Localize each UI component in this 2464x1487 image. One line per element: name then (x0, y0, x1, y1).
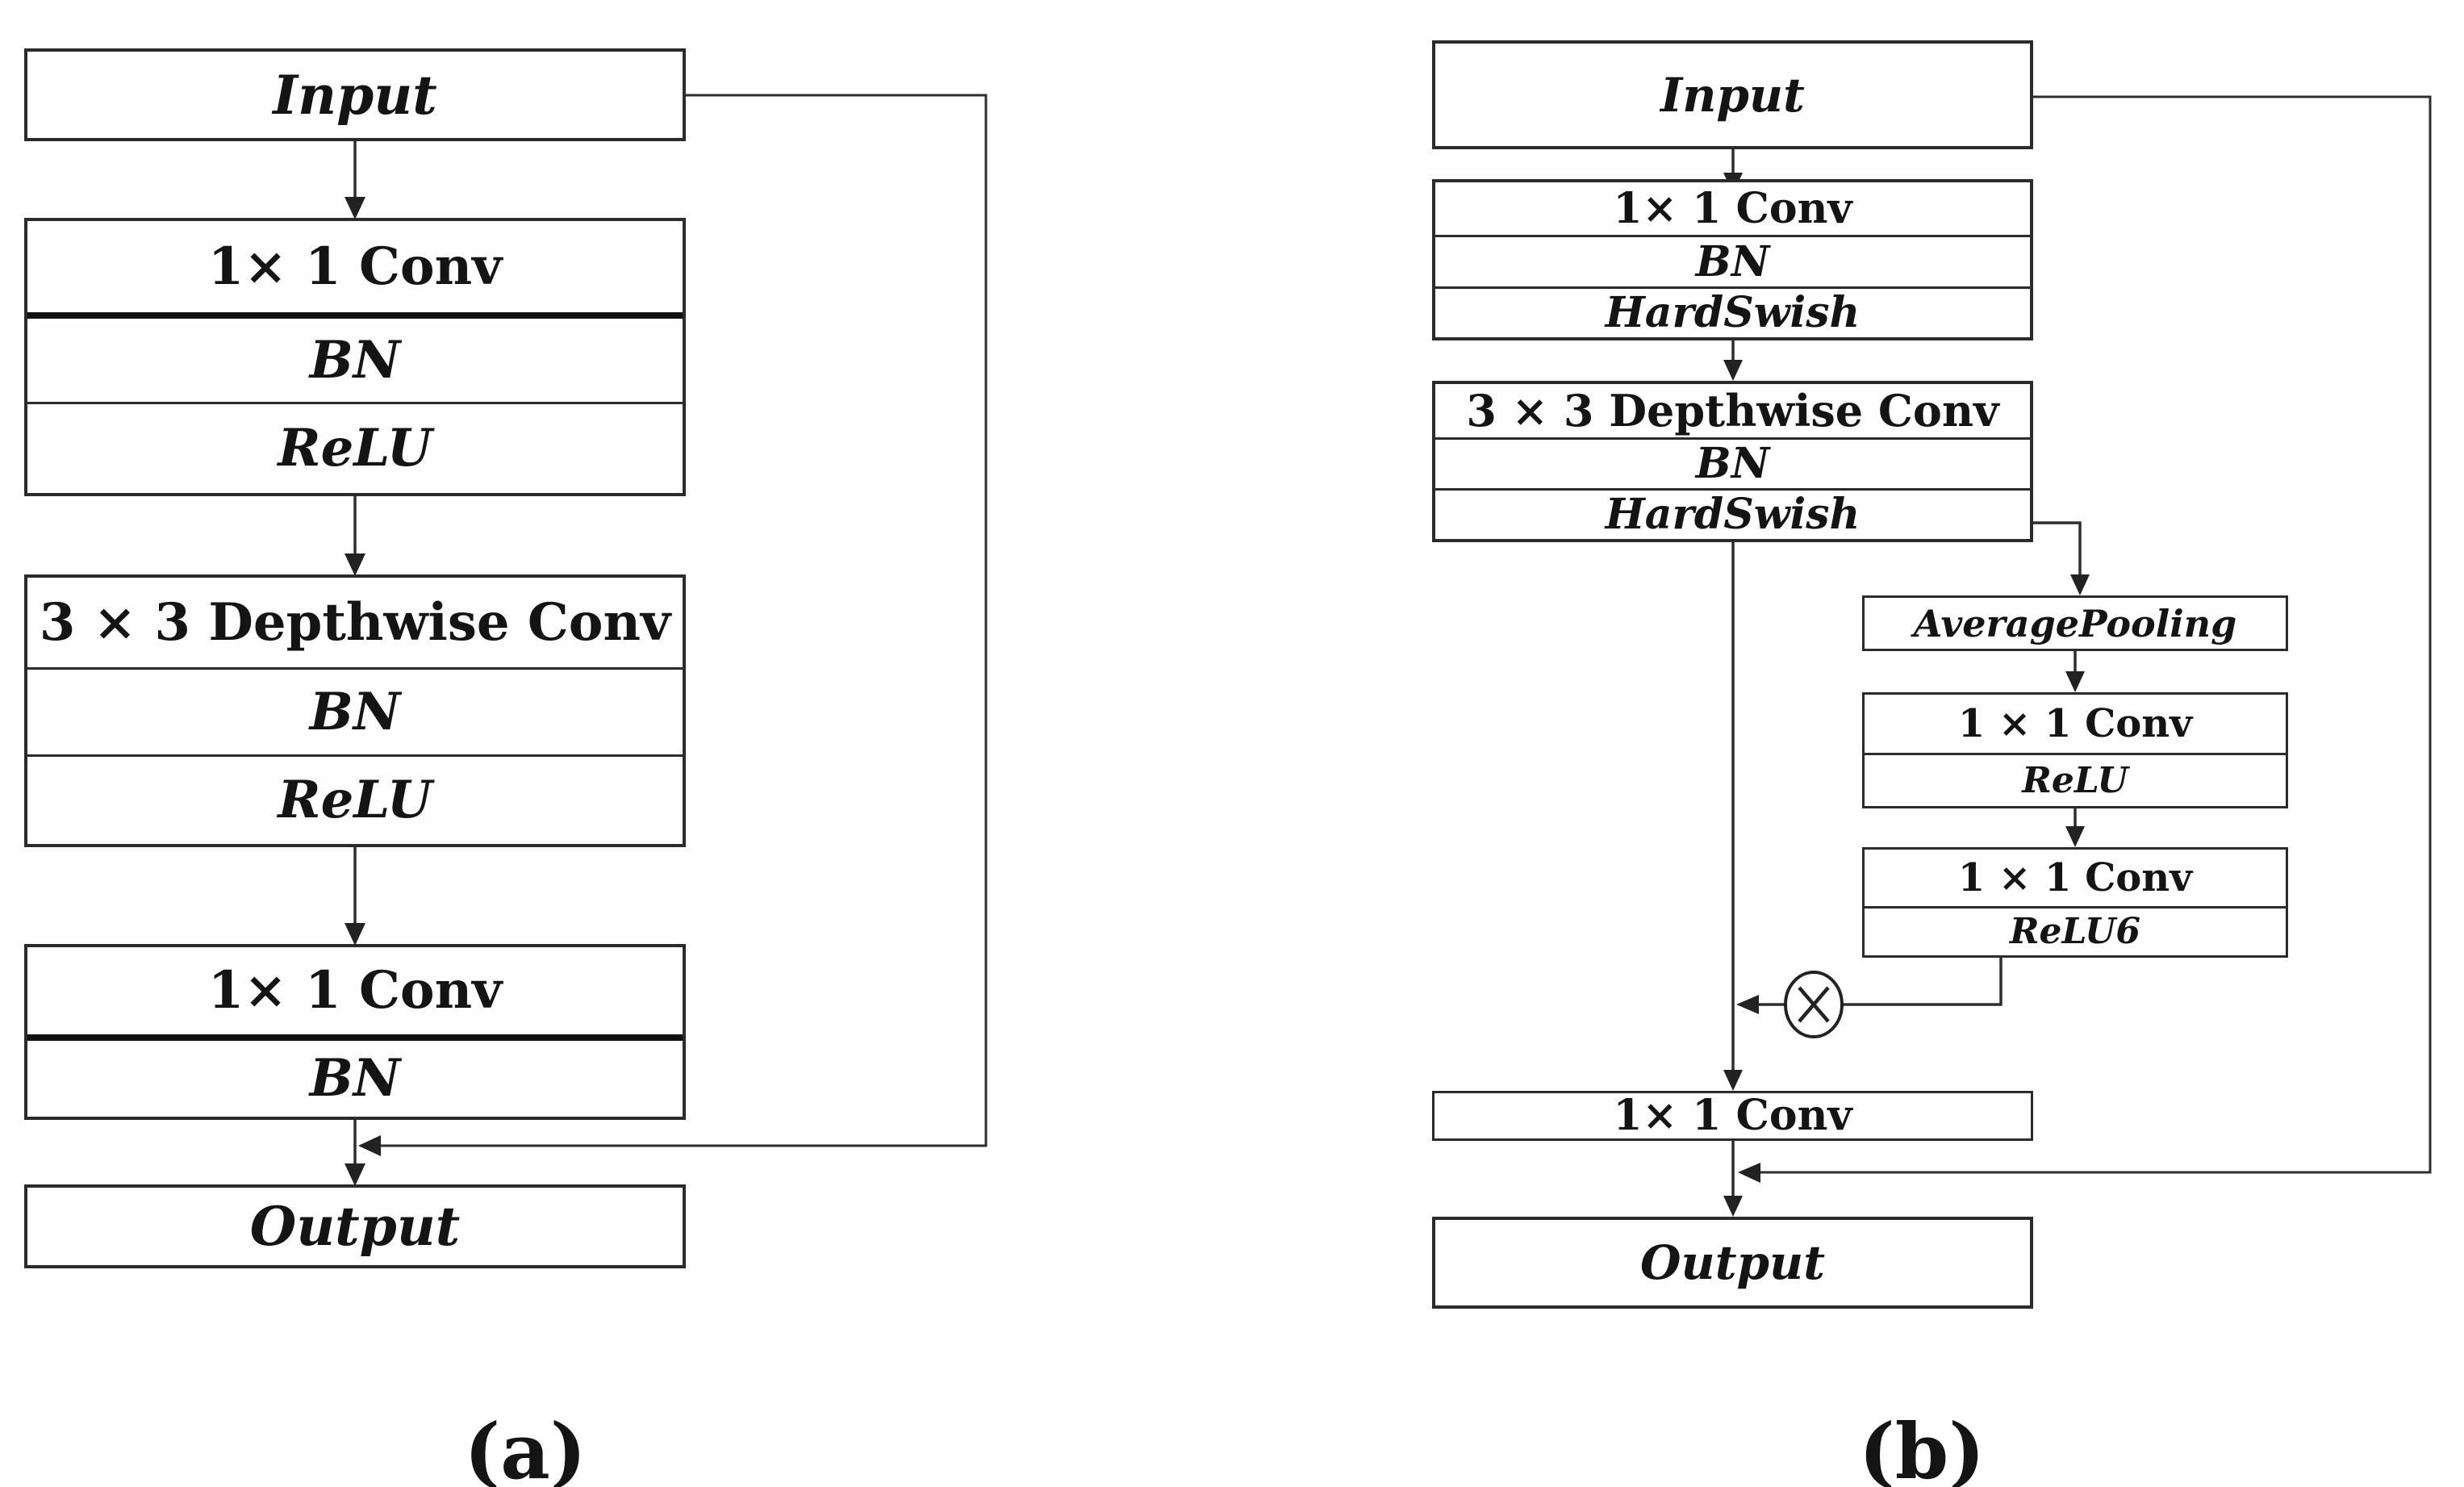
skip-connection-b (1759, 95, 2432, 1174)
arrowhead-b-pool (2065, 671, 2085, 692)
conv-label: 1× 1 Conv (1613, 1091, 1852, 1140)
conv-row: 1× 1 Conv (207, 236, 503, 297)
hardswish-row: HardSwish (1435, 286, 2030, 337)
hardswish-row: HardSwish (1435, 488, 2030, 539)
arrowhead-b-skip (1738, 1163, 1760, 1183)
conv-row: 1 × 1 Conv (1957, 855, 2193, 900)
se-expand-block: 1 × 1 Conv ReLU6 (1862, 847, 2288, 958)
conv-row: 1× 1 Conv (1613, 183, 1852, 233)
bn-row: BN (1435, 235, 2030, 286)
arrowhead-b-branch (2070, 574, 2090, 595)
depthwise-block-b: 3 × 3 Depthwise Conv BN HardSwish (1432, 381, 2033, 542)
depthwise-block-a: 3 × 3 Depthwise Conv BN ReLU (24, 574, 686, 847)
relu6-row: ReLU6 (1865, 906, 2286, 955)
arrowhead-a4 (345, 1163, 365, 1186)
relu-row: ReLU (27, 754, 683, 844)
arrowhead-a-skip (358, 1135, 381, 1156)
bn-row: BN (27, 312, 683, 402)
arrowhead-b-output (1723, 1196, 1743, 1217)
input-box-b: Input (1432, 40, 2033, 149)
conv-row: 1× 1 Conv (207, 960, 503, 1021)
bn-row: BN (27, 667, 683, 754)
expand-block-a: 1× 1 Conv BN ReLU (24, 218, 686, 496)
se-reduce-block: 1 × 1 Conv ReLU (1862, 692, 2288, 808)
arrowhead-a2 (345, 553, 365, 576)
depthwise-conv-row: 3 × 3 Depthwise Conv (1466, 385, 1999, 436)
arrowhead-b-project (1723, 1070, 1743, 1091)
project-block-a: 1× 1 Conv BN (24, 944, 686, 1120)
arrowhead-a3 (345, 923, 365, 946)
input-box-a: Input (24, 48, 686, 141)
project-conv-box-b: 1× 1 Conv (1432, 1091, 2033, 1141)
arrowhead-b-multiply (1736, 995, 1759, 1014)
arrowhead-b-se (2065, 826, 2085, 847)
conv-row: 1 × 1 Conv (1957, 701, 2193, 746)
expand-block-b: 1× 1 Conv BN HardSwish (1432, 179, 2033, 340)
bn-row: BN (1435, 437, 2030, 488)
multiply-icon (1784, 971, 1844, 1038)
output-box-b: Output (1432, 1217, 2033, 1309)
caption-b: (b) (1858, 1407, 1986, 1487)
relu-row: ReLU (1865, 753, 2286, 806)
input-label-b: Input (1660, 67, 1805, 123)
output-label-a: Output (249, 1195, 461, 1258)
caption-a: (a) (464, 1407, 587, 1487)
depthwise-conv-row: 3 × 3 Depthwise Conv (39, 591, 671, 653)
arrowhead-b2 (1723, 360, 1743, 381)
output-box-a: Output (24, 1184, 686, 1268)
input-label-a: Input (273, 63, 437, 127)
relu-row: ReLU (27, 402, 683, 493)
branch-b-to-averagepooling (2033, 521, 2082, 574)
arrowhead-a1 (345, 197, 365, 219)
bn-row: BN (27, 1034, 683, 1117)
output-label-b: Output (1640, 1235, 1825, 1290)
skip-connection-a (379, 94, 988, 1147)
averagepooling-box: AveragePooling (1862, 595, 2288, 651)
averagepooling-label: AveragePooling (1913, 601, 2237, 645)
